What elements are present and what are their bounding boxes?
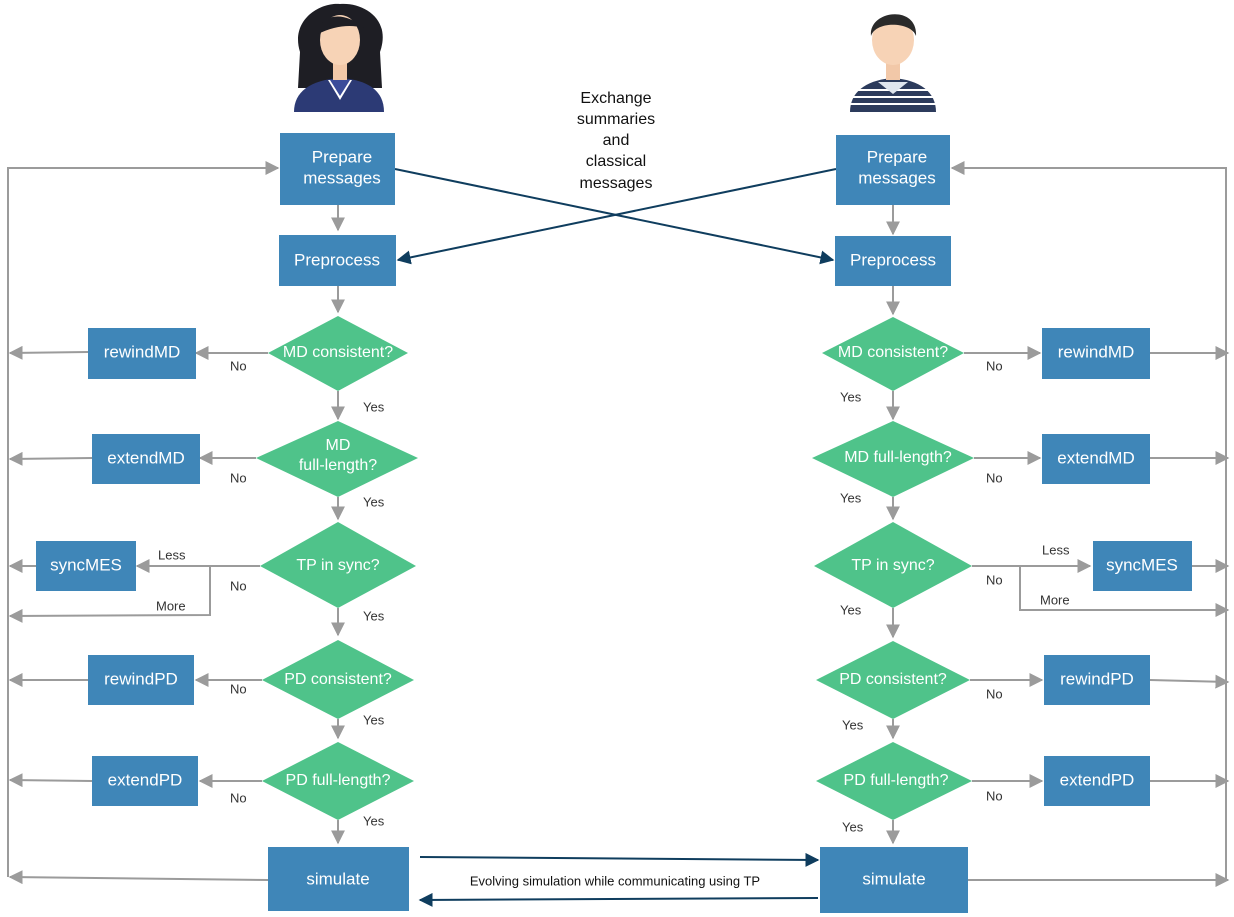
no-label: No <box>230 578 247 593</box>
yes-label: Yes <box>840 602 862 617</box>
right-pd-full-length-decision: PD full-length? <box>816 742 972 820</box>
right-md-full-length-decision: MD full-length? <box>812 421 974 497</box>
left-tp-in-sync-decision: TP in sync? <box>260 522 416 608</box>
yes-label: Yes <box>363 712 385 727</box>
less-label: Less <box>1042 542 1070 557</box>
no-label: No <box>230 358 247 373</box>
extend-md-label: extendMD <box>1057 448 1134 467</box>
rewind-md-label: rewindMD <box>104 342 181 361</box>
prepare-label-line1: Prepare <box>312 147 372 166</box>
pd-full-length-label: PD full-length? <box>286 772 391 789</box>
yes-label: Yes <box>363 608 385 623</box>
preprocess-label: Preprocess <box>294 250 380 269</box>
exchange-note-line4: classical <box>586 153 646 170</box>
woman-avatar-icon <box>294 3 384 112</box>
no-label: No <box>986 788 1003 803</box>
sync-mes-label: syncMES <box>50 555 122 574</box>
exchange-connectors <box>394 168 837 907</box>
right-extend-md-box: extendMD <box>1042 434 1150 484</box>
more-label: More <box>1040 592 1070 607</box>
tp-in-sync-label: TP in sync? <box>851 557 934 574</box>
right-preprocess-box: Preprocess <box>835 236 951 286</box>
no-label: No <box>986 572 1003 587</box>
left-md-full-length-decision: MD full-length? <box>256 421 418 497</box>
right-tp-in-sync-decision: TP in sync? <box>814 522 972 608</box>
no-label: No <box>230 790 247 805</box>
left-preprocess-box: Preprocess <box>279 235 396 286</box>
simulate-label: simulate <box>306 869 369 888</box>
right-simulate-box: simulate <box>820 847 968 913</box>
pd-full-length-label: PD full-length? <box>844 772 949 789</box>
yes-label: Yes <box>363 494 385 509</box>
right-extend-pd-box: extendPD <box>1044 756 1150 806</box>
prepare-label-line2: messages <box>858 168 935 187</box>
rewind-md-label: rewindMD <box>1058 342 1135 361</box>
left-flow-connectors <box>7 161 345 885</box>
left-rewind-md-box: rewindMD <box>88 328 196 379</box>
md-full-length-label: MD full-length? <box>844 449 952 466</box>
more-label: More <box>156 598 186 613</box>
left-extend-pd-box: extendPD <box>92 756 198 806</box>
right-sync-mes-box: syncMES <box>1093 541 1192 591</box>
simulate-label: simulate <box>862 869 925 888</box>
less-label: Less <box>158 547 186 562</box>
extend-md-label: extendMD <box>107 448 184 467</box>
right-pd-consistent-decision: PD consistent? <box>816 641 970 719</box>
right-flow-connectors <box>886 161 1230 887</box>
right-md-consistent-decision: MD consistent? <box>822 317 964 391</box>
preprocess-label: Preprocess <box>850 250 936 269</box>
left-prepare-messages-box: Prepare messages <box>280 133 395 205</box>
left-rewind-pd-box: rewindPD <box>88 655 194 705</box>
no-label: No <box>230 470 247 485</box>
no-label: No <box>230 681 247 696</box>
man-avatar-icon <box>850 14 936 112</box>
right-prepare-messages-box: Prepare messages <box>836 135 950 205</box>
left-sync-mes-box: syncMES <box>36 541 136 591</box>
prepare-label-line1: Prepare <box>867 147 927 166</box>
right-rewind-pd-box: rewindPD <box>1044 655 1150 705</box>
md-consistent-label: MD consistent? <box>283 344 393 361</box>
extend-pd-label: extendPD <box>1060 770 1135 789</box>
yes-label: Yes <box>840 389 862 404</box>
no-label: No <box>986 358 1003 373</box>
sync-mes-label: syncMES <box>1106 555 1178 574</box>
no-label: No <box>986 686 1003 701</box>
exchange-note-line3: and <box>603 132 630 149</box>
left-pd-full-length-decision: PD full-length? <box>262 742 414 820</box>
tp-in-sync-label: TP in sync? <box>296 557 379 574</box>
left-pd-consistent-decision: PD consistent? <box>262 640 414 719</box>
yes-label: Yes <box>363 813 385 828</box>
md-full-length-line1: MD <box>326 437 351 454</box>
no-label: No <box>986 470 1003 485</box>
rewind-pd-label: rewindPD <box>1060 669 1134 688</box>
exchange-note-line2: summaries <box>577 111 655 128</box>
yes-label: Yes <box>363 399 385 414</box>
exchange-note: Exchange summaries and classical message… <box>577 90 655 192</box>
prepare-label-line2: messages <box>303 168 380 187</box>
yes-label: Yes <box>842 717 864 732</box>
left-extend-md-box: extendMD <box>92 434 200 484</box>
left-md-consistent-decision: MD consistent? <box>268 316 408 391</box>
exchange-note-line5: messages <box>580 175 653 192</box>
md-full-length-line2: full-length? <box>299 457 377 474</box>
md-consistent-label: MD consistent? <box>838 344 948 361</box>
exchange-note-line1: Exchange <box>580 90 651 107</box>
left-simulate-box: simulate <box>268 847 409 911</box>
pd-consistent-label: PD consistent? <box>284 671 392 688</box>
rewind-pd-label: rewindPD <box>104 669 178 688</box>
yes-label: Yes <box>842 819 864 834</box>
bottom-note: Evolving simulation while communicating … <box>470 873 760 888</box>
right-rewind-md-box: rewindMD <box>1042 328 1150 379</box>
pd-consistent-label: PD consistent? <box>839 671 947 688</box>
yes-label: Yes <box>840 490 862 505</box>
extend-pd-label: extendPD <box>108 770 183 789</box>
